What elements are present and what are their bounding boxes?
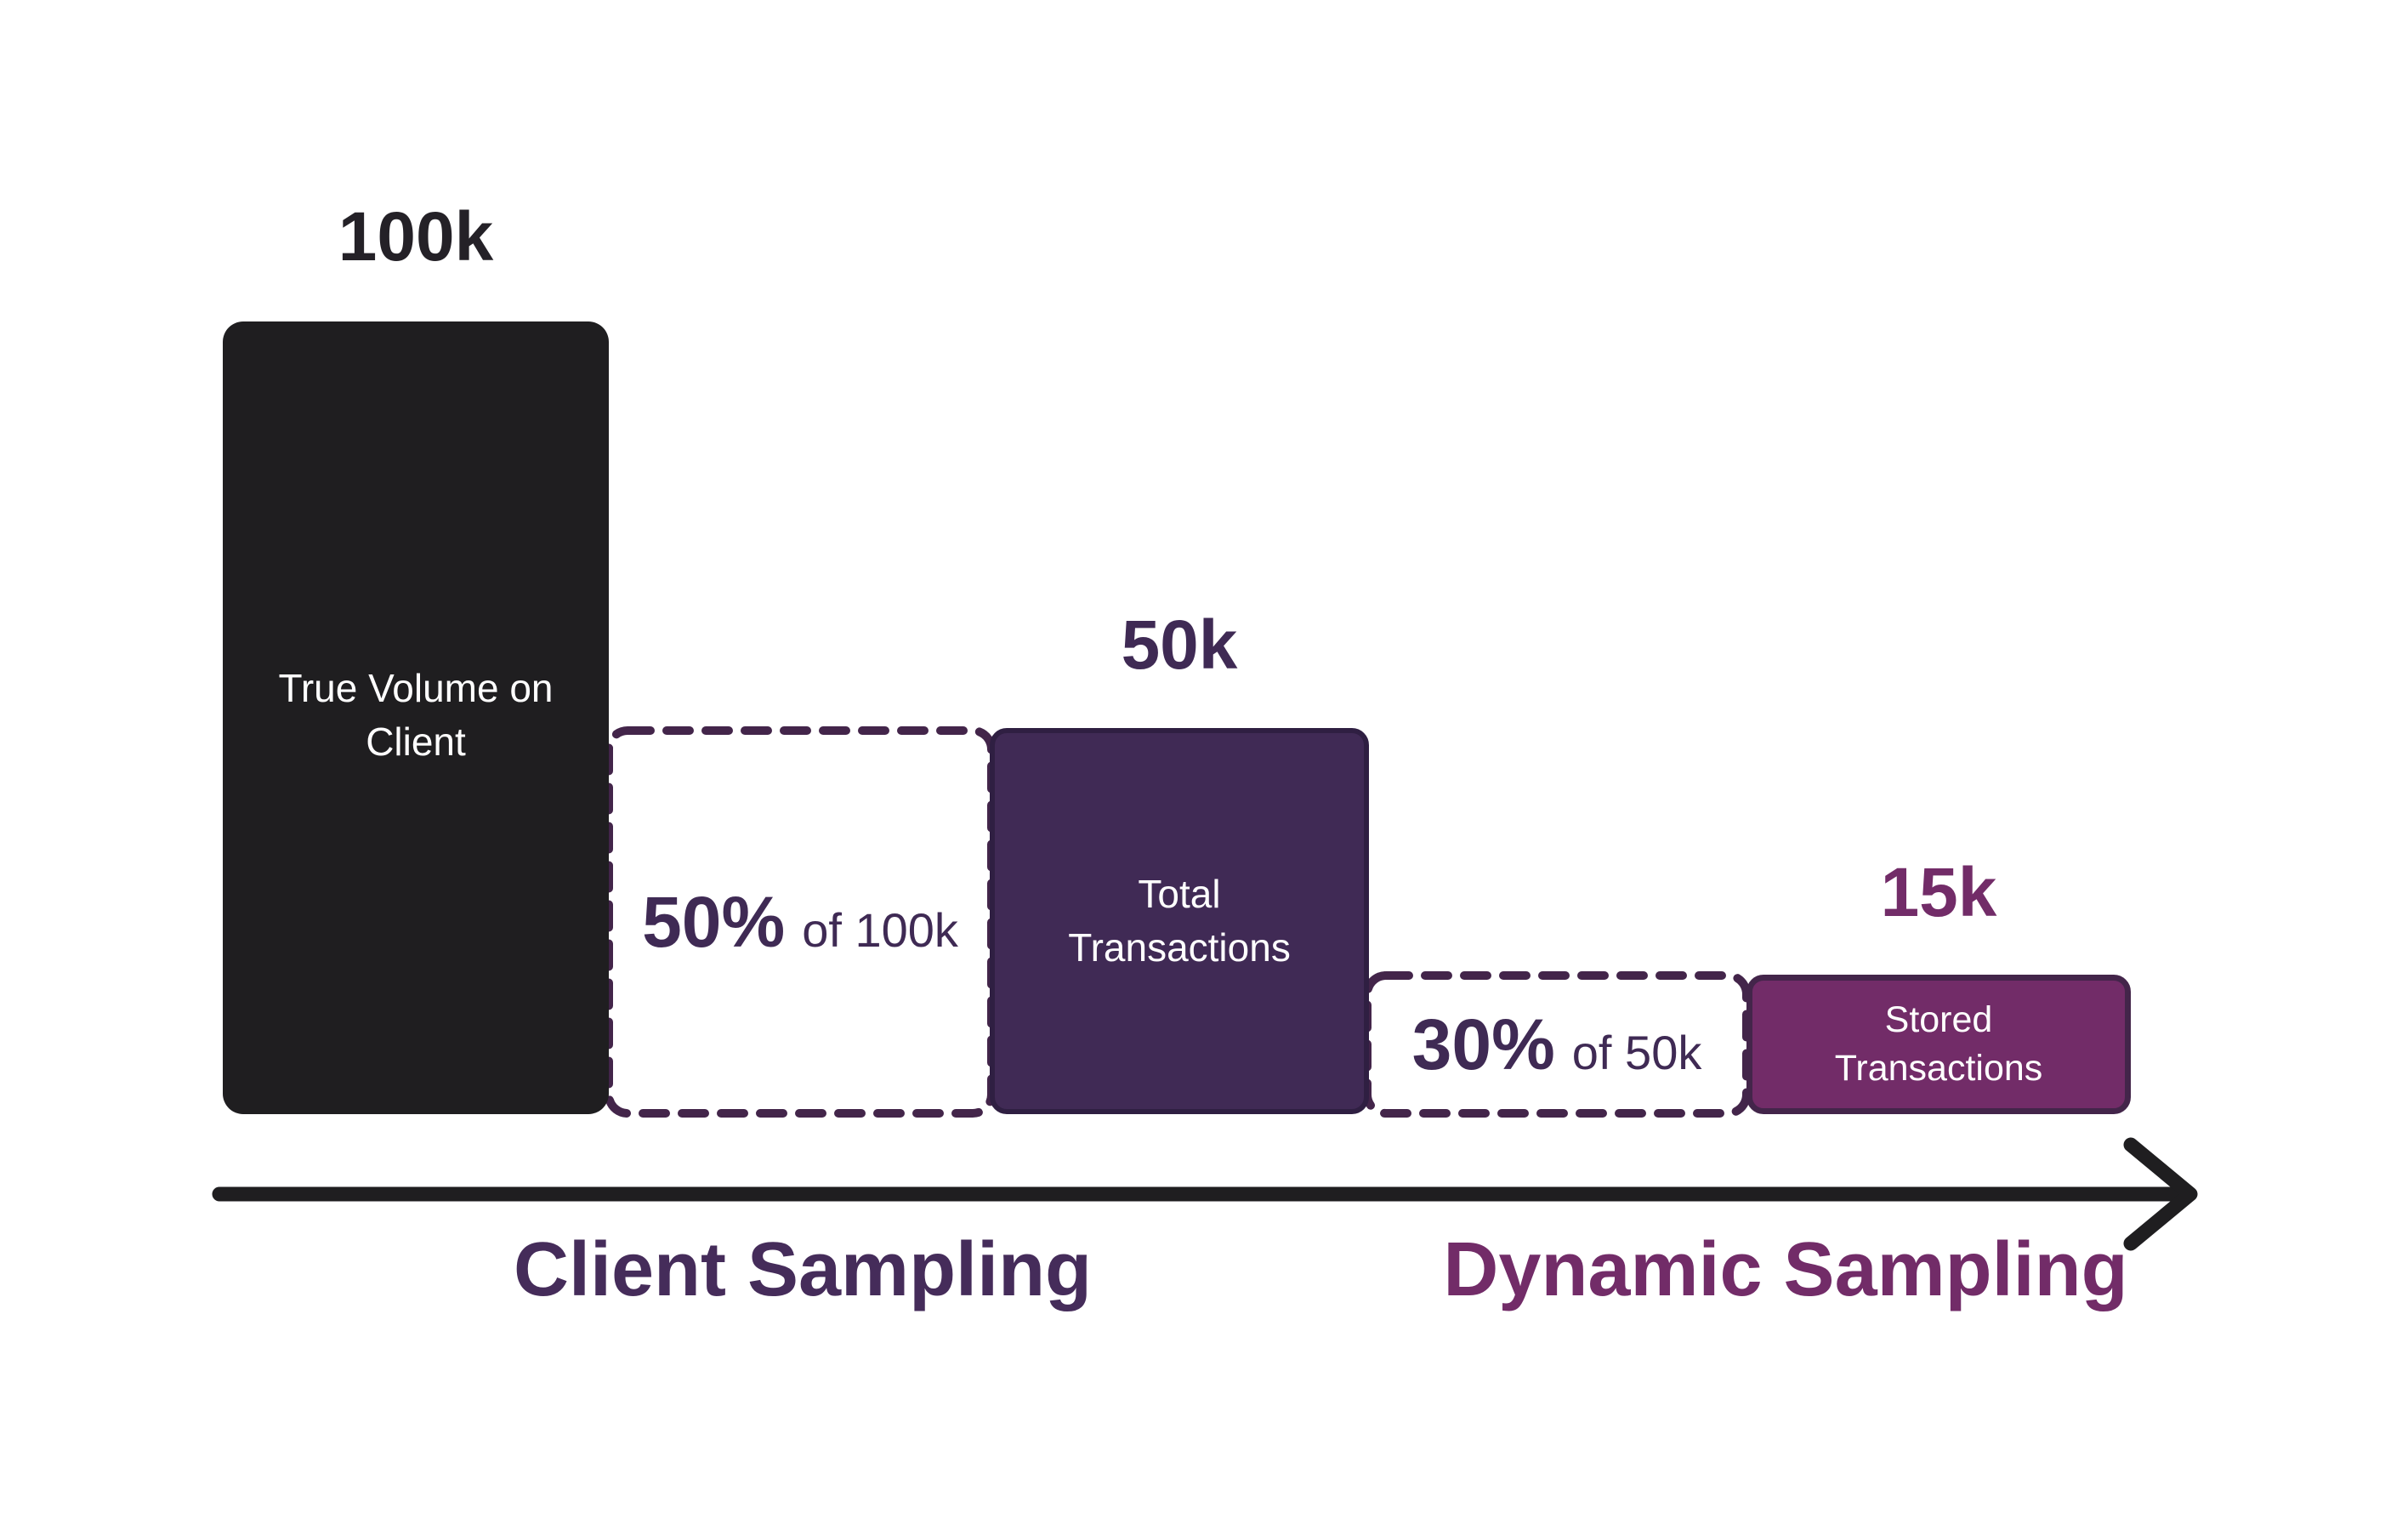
bar-label-true-volume: True Volume on Client xyxy=(278,662,553,770)
percent-of-label: of 100k xyxy=(802,902,958,957)
value-label-50k: 50k xyxy=(1121,606,1238,684)
value-label-100k: 100k xyxy=(338,198,494,276)
timeline-arrow-head-icon xyxy=(2123,1137,2198,1251)
bar-stored-transactions: Stored Transactions xyxy=(1746,975,2131,1114)
bar-label-line: Client xyxy=(366,720,466,764)
bar-label-total-transactions: Total Transactions xyxy=(1068,868,1291,976)
value-label-15k: 15k xyxy=(1880,854,1997,931)
percent-value: 50% xyxy=(642,881,786,962)
annotation-30-percent-of-50k: 30% of 50k xyxy=(1367,976,1746,1113)
bar-label-line: Transactions xyxy=(1068,925,1291,970)
caption-client-sampling: Client Sampling xyxy=(513,1227,1093,1312)
caption-dynamic-sampling: Dynamic Sampling xyxy=(1443,1227,2128,1312)
bar-label-line: Transactions xyxy=(1834,1048,2043,1089)
bar-label-line: True Volume on xyxy=(278,665,554,710)
annotation-50-percent-of-100k: 50% of 100k xyxy=(609,731,991,1113)
percent-of-label: of 50k xyxy=(1571,1025,1702,1079)
bar-total-transactions: Total Transactions xyxy=(990,728,1369,1114)
bar-label-line: Total xyxy=(1138,871,1221,916)
percent-value: 30% xyxy=(1411,1004,1555,1084)
bar-label-line: Stored xyxy=(1884,999,1993,1041)
bar-label-stored-transactions: Stored Transactions xyxy=(1835,996,2043,1093)
bar-true-volume-on-client: True Volume on Client xyxy=(223,321,609,1114)
